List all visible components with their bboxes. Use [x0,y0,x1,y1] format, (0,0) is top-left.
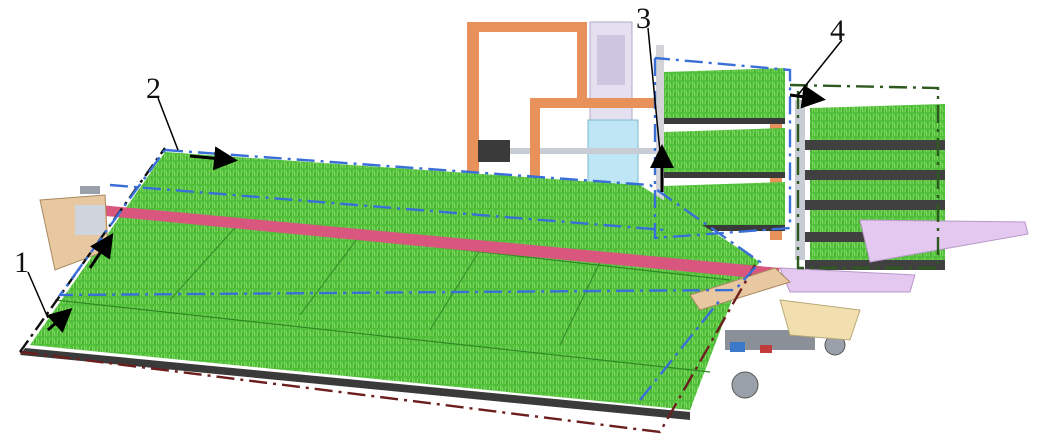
arrow-1 [46,307,73,333]
leader-lines [27,27,843,319]
arrow-1b [88,233,114,269]
output-tray-stack [795,100,945,270]
seedling-bed [20,152,760,420]
boundary-lines [19,56,940,434]
left-boundary [19,147,166,353]
control-cabinet [587,21,639,203]
callout-label-3: 3 [636,2,651,35]
upper-orange-frame [467,22,587,182]
rack-trays [664,68,785,231]
callout-label-1: 1 [14,246,29,279]
base-boundary [19,264,757,434]
zone-2-boundary [57,148,762,297]
direction-arrows [46,84,826,333]
arrow-4 [789,84,826,109]
arrow-2 [189,146,238,171]
callout-label-4: 4 [830,14,845,47]
callout-label-2: 2 [146,72,161,105]
zone-4-boundary [789,83,940,270]
pink-rail [95,205,780,280]
motor-assembly [478,140,780,162]
transport-frame [779,219,1029,293]
